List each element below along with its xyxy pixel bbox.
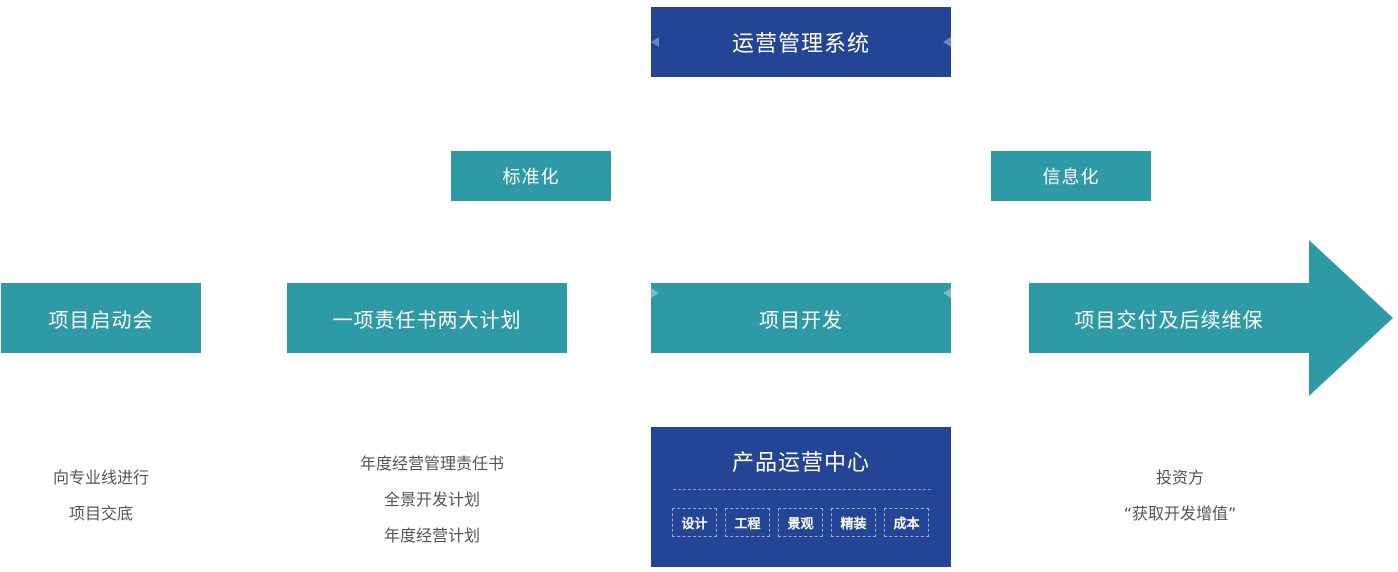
- stage-development-box: 项目开发: [651, 283, 951, 353]
- operations-management-system-box: 运营管理系统: [651, 7, 951, 77]
- delivery-notes: 投资方 “获取开发增值”: [1080, 460, 1280, 532]
- note-line: 投资方: [1155, 468, 1204, 487]
- standardization-label: 标准化: [502, 167, 560, 188]
- note-line: 年度经营计划: [383, 526, 480, 545]
- stage-delivery-label: 项目交付及后续维保: [1074, 307, 1264, 332]
- tag-decoration: 精装: [831, 508, 876, 537]
- stage-plans-label: 一项责任书两大计划: [332, 307, 522, 332]
- arrow-polygon: [1029, 240, 1393, 396]
- stage-plans-box: 一项责任书两大计划: [287, 283, 567, 353]
- note-line: “获取开发增值”: [1123, 504, 1237, 523]
- stage-kickoff-label: 项目启动会: [48, 307, 154, 332]
- kickoff-notes: 向专业线进行 项目交底: [1, 460, 201, 532]
- tag-cost: 成本: [884, 508, 929, 537]
- note-line: 向专业线进行: [52, 468, 149, 487]
- tag-landscape: 景观: [778, 508, 823, 537]
- stage-kickoff-box: 项目启动会: [1, 283, 201, 353]
- informatization-label: 信息化: [1042, 167, 1100, 188]
- department-tags: 设计 工程 景观 精装 成本: [672, 508, 929, 537]
- stage-delivery-box: 项目交付及后续维保: [1029, 283, 1309, 353]
- plans-notes: 年度经营管理责任书 全景开发计划 年度经营计划: [287, 446, 577, 554]
- note-line: 年度经营管理责任书: [359, 454, 504, 473]
- notch-decoration: [651, 288, 659, 298]
- notch-decoration: [651, 37, 659, 47]
- tag-engineering: 工程: [725, 508, 770, 537]
- standardization-box: 标准化: [451, 151, 611, 201]
- product-operations-center-title: 产品运营中心: [731, 451, 870, 476]
- delivery-arrow-shape: [1029, 240, 1393, 396]
- note-line: 全景开发计划: [383, 490, 480, 509]
- stage-development-label: 项目开发: [759, 307, 843, 332]
- dashed-divider: [673, 489, 931, 490]
- note-line: 项目交底: [68, 504, 133, 523]
- notch-decoration: [943, 288, 951, 298]
- informatization-box: 信息化: [991, 151, 1151, 201]
- product-operations-center-box: 产品运营中心 设计 工程 景观 精装 成本: [651, 427, 951, 567]
- operations-management-system-label: 运营管理系统: [731, 32, 870, 57]
- notch-decoration: [943, 37, 951, 47]
- tag-design: 设计: [672, 508, 717, 537]
